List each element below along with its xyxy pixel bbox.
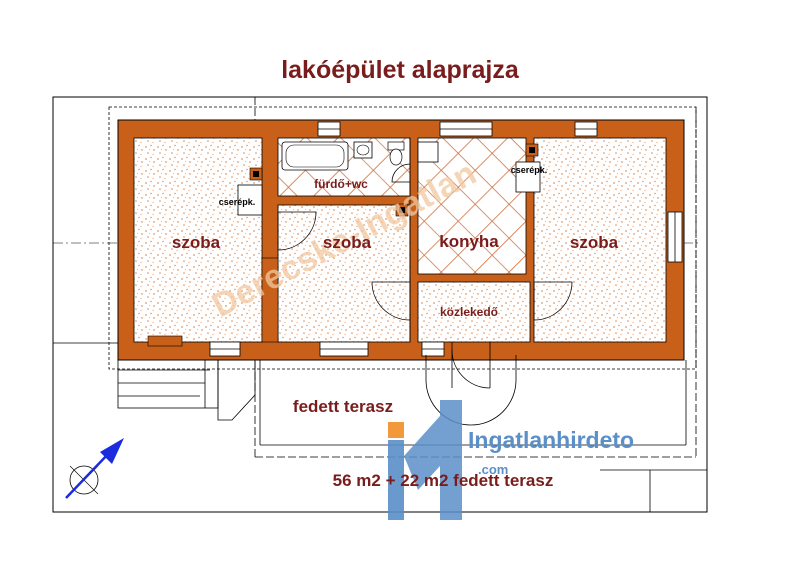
label-szoba-right: szoba bbox=[570, 233, 619, 252]
area-summary: 56 m2 + 22 m2 fedett terasz bbox=[333, 471, 554, 490]
plot-boundary bbox=[52, 96, 708, 513]
north-arrow-icon bbox=[65, 438, 124, 499]
logo-suffix: .com bbox=[478, 462, 508, 477]
room-szoba-right bbox=[533, 137, 667, 343]
toilet-icon bbox=[387, 141, 405, 166]
appliance-box bbox=[417, 141, 439, 163]
room-szoba-left bbox=[133, 137, 263, 343]
windows bbox=[209, 121, 683, 357]
label-furdo: fürdő+wc bbox=[314, 177, 368, 191]
chimney-left bbox=[237, 167, 263, 216]
chimney-right bbox=[515, 143, 541, 193]
roof-outline bbox=[108, 106, 697, 370]
label-szoba-middle: szoba bbox=[323, 233, 372, 252]
ingatlanhirdeto-logo: Ingatlanhirdeto .com bbox=[388, 400, 634, 520]
logo-square-orange bbox=[388, 422, 404, 438]
entrance-steps bbox=[117, 357, 256, 421]
room-kozlekedo bbox=[417, 281, 531, 343]
page-title: lakóépület alaprajza bbox=[281, 56, 519, 84]
label-chimney-left: cserépk. bbox=[219, 197, 256, 207]
label-chimney-right: cserépk. bbox=[511, 165, 548, 175]
logo-text: Ingatlanhirdeto bbox=[468, 427, 634, 453]
label-konyha: konyha bbox=[439, 232, 499, 251]
label-terasz: fedett terasz bbox=[293, 397, 393, 416]
bathtub-icon bbox=[281, 141, 349, 171]
sink-icon bbox=[353, 141, 373, 159]
label-kozlekedo: közlekedő bbox=[440, 305, 498, 319]
label-szoba-left: szoba bbox=[172, 233, 221, 252]
room-szoba-middle bbox=[277, 204, 411, 343]
door-swing-icon bbox=[277, 163, 573, 426]
